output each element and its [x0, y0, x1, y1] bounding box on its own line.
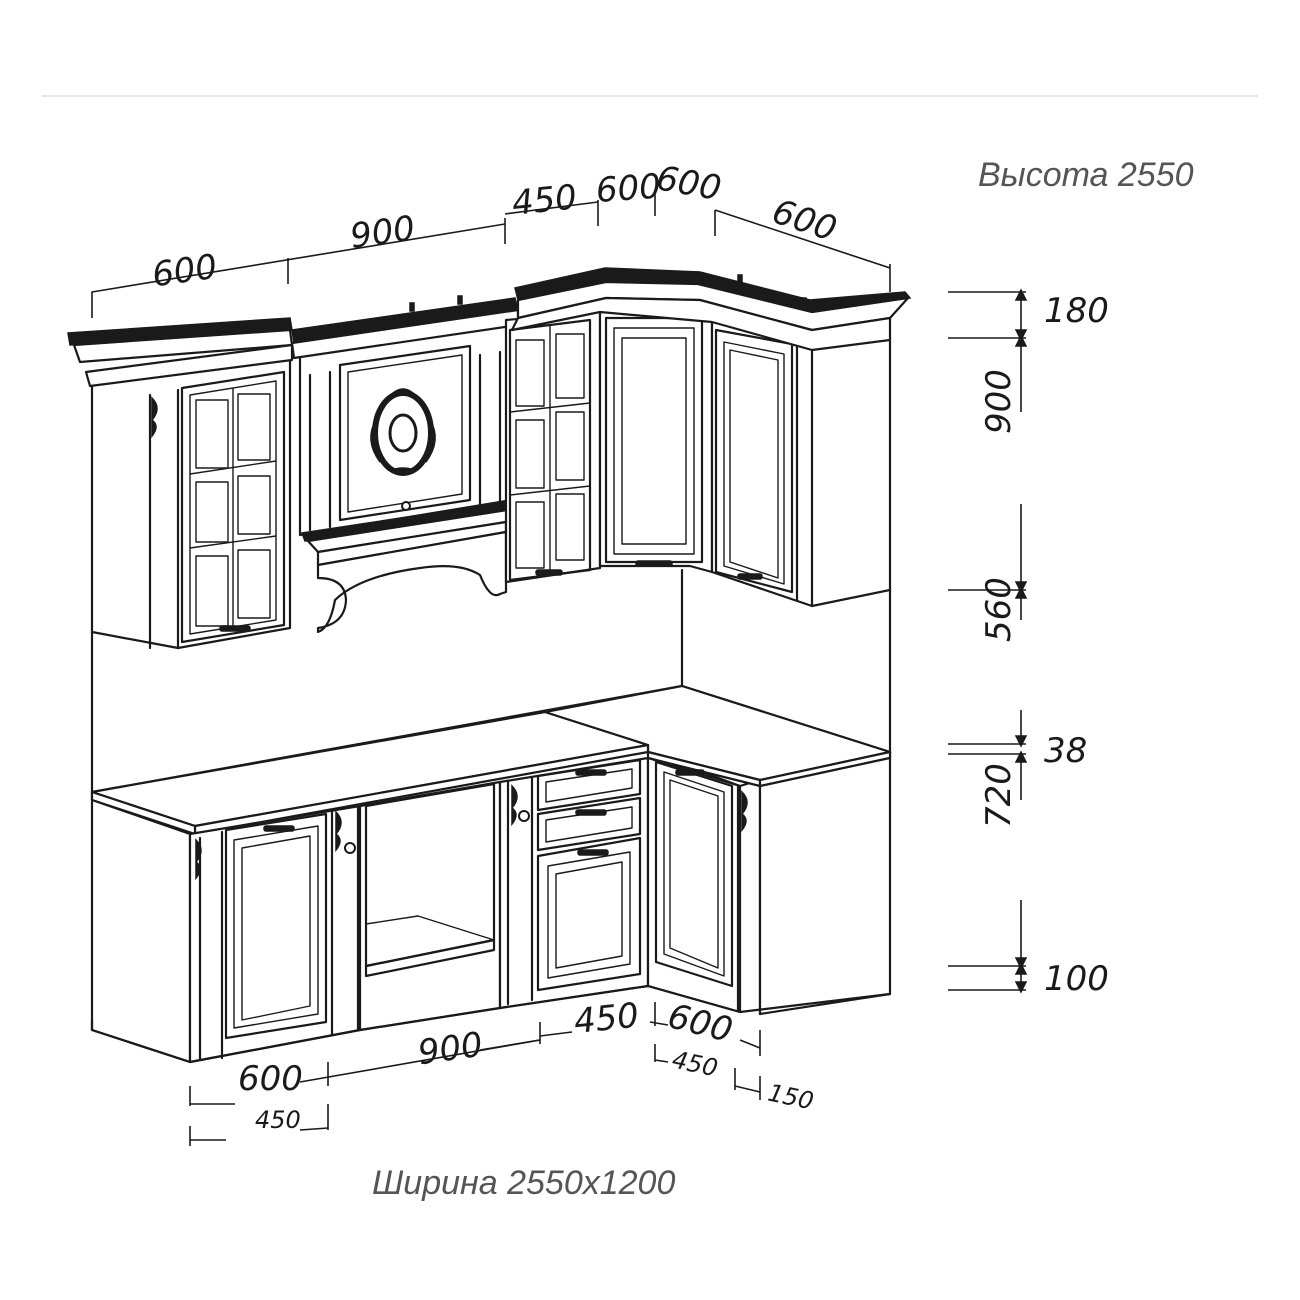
width-label: Ширина 2550х1200 [372, 1164, 675, 1202]
dim-bottom-450a: 450 [255, 1106, 301, 1134]
dim-right-900: 900 [979, 369, 1019, 434]
dim-top-450: 450 [510, 177, 579, 224]
dim-bottom-450c: 450 [670, 1046, 721, 1083]
dim-right-100: 100 [1044, 959, 1109, 999]
walls [90, 568, 892, 794]
dim-top-600a: 600 [150, 247, 220, 296]
ornament-medallion [370, 388, 436, 476]
dim-top-600c: 600 [653, 158, 724, 209]
dim-right-720: 720 [979, 763, 1019, 828]
dim-top-900: 900 [348, 208, 418, 257]
height-label: Высота 2550 [978, 156, 1194, 194]
dim-right-38: 38 [1044, 731, 1087, 771]
countertop [90, 684, 892, 836]
dimension-lines [91, 190, 1028, 1146]
dim-right-180: 180 [1044, 291, 1109, 331]
dim-right-560: 560 [979, 577, 1019, 642]
dim-bottom-600a: 600 [238, 1059, 303, 1099]
dim-top-600b: 600 [595, 167, 663, 211]
dim-bottom-900: 900 [415, 1025, 485, 1074]
upper-cabinets [67, 267, 912, 650]
dim-bottom-450b: 450 [572, 996, 641, 1043]
lower-cabinets [90, 756, 892, 1064]
dim-bottom-150: 150 [765, 1079, 816, 1116]
dim-top-600d: 600 [767, 192, 841, 250]
